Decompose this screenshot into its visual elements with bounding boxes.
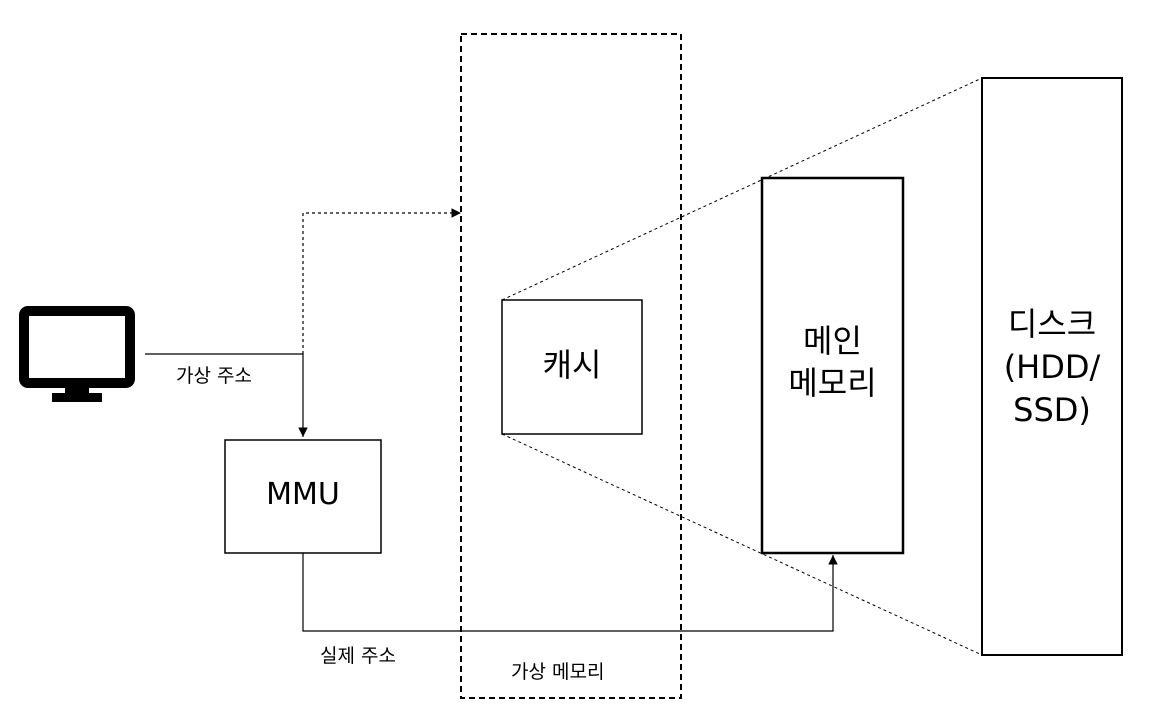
main-memory-label-line1: 메인 xyxy=(803,322,862,360)
cache-disk-connector-bottom xyxy=(501,433,983,656)
cache-label: 캐시 xyxy=(542,346,602,384)
cache-disk-connector-top xyxy=(501,77,983,301)
virtual-memory-box xyxy=(460,33,682,699)
monitor-icon xyxy=(19,306,135,402)
main-memory-label: 메인 메모리 xyxy=(762,320,903,404)
disk-label: 디스크 (HDD/ SSD) xyxy=(982,303,1122,432)
disk-label-line3: SSD) xyxy=(1013,391,1091,429)
disk-label-line1: 디스크 xyxy=(1007,305,1097,343)
physical-address-label: 실제 주소 xyxy=(320,645,396,667)
main-memory-label-line2: 메모리 xyxy=(788,364,877,402)
main-memory-box xyxy=(760,176,905,555)
disk-label-line2: (HDD/ xyxy=(1003,348,1101,386)
mmu-label: MMU xyxy=(266,477,340,512)
physical-address-line xyxy=(302,553,838,632)
disk-box xyxy=(981,77,1123,656)
virtual-memory-label: 가상 메모리 xyxy=(511,661,605,683)
virtual-address-dotted-arrow xyxy=(302,208,461,354)
virtual-address-label: 가상 주소 xyxy=(176,365,252,387)
cache-box xyxy=(501,299,643,435)
mmu-box xyxy=(224,439,382,554)
